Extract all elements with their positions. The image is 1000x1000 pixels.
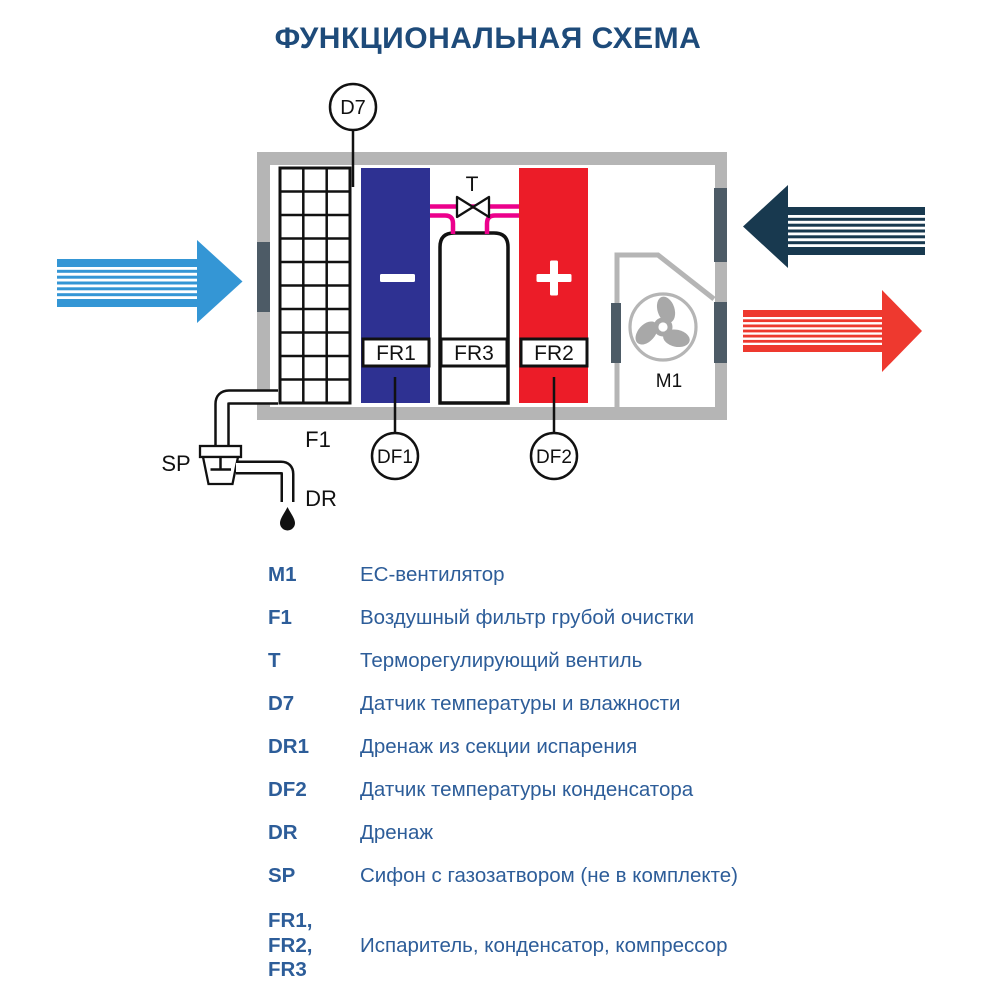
legend-row-m1: M1 ЕС-вентилятор <box>268 553 828 596</box>
legend-term: DF2 <box>268 777 307 801</box>
scheme-diagram: T M1 FR1 FR3 FR2 <box>57 82 925 531</box>
return-air-arrow-icon <box>743 185 925 268</box>
sensor-d7: D7 <box>328 82 378 187</box>
legend-desc: ЕС-вентилятор <box>360 562 505 586</box>
filter-label: F1 <box>305 427 331 452</box>
legend-term: SP <box>268 863 296 887</box>
legend-term: FR1, FR2, FR3 <box>268 909 313 981</box>
drain-label: DR <box>305 486 337 511</box>
evaporator-section <box>361 168 430 403</box>
legend-row-dr1: DR1 Дренаж из секции испарения <box>268 725 828 768</box>
fr-tag-boxes: FR1 FR3 FR2 <box>361 337 589 368</box>
siphon-lid <box>198 444 243 459</box>
legend-desc: Дренаж <box>360 820 434 844</box>
intake-vent <box>257 242 270 312</box>
legend-row-d7: D7 Датчик температуры и влажности <box>268 682 828 725</box>
legend-desc: Сифон с газозатвором (не в комплекте) <box>360 863 738 887</box>
fan-propeller-icon <box>635 296 690 348</box>
legend-row-t: T Терморегулирующий вентиль <box>268 639 828 682</box>
legend-row-df2: DF2 Датчик температуры конденсатора <box>268 768 828 811</box>
legend-term: DR1 <box>268 734 310 758</box>
legend-term: F1 <box>268 605 292 629</box>
legend-row-fr: FR1, FR2, FR3 Испаритель, конденсатор, к… <box>268 909 828 983</box>
exhaust-vent <box>714 302 727 363</box>
valve-label: T <box>466 173 479 196</box>
legend-desc: Дренаж из секции испарения <box>360 734 638 758</box>
legend-term: M1 <box>268 562 297 586</box>
legend-desc: Датчик температуры конденсатора <box>360 777 694 801</box>
compressor-vessel <box>438 231 510 405</box>
evaporator-tag: FR1 <box>376 342 416 365</box>
legend-row-dr: DR Дренаж <box>268 811 828 854</box>
siphon-label: SP <box>161 451 190 476</box>
legend-desc: Испаритель, конденсатор, компрессор <box>360 933 728 957</box>
minus-icon <box>380 274 415 282</box>
expansion-valve-icon <box>455 195 491 219</box>
legend-desc: Датчик температуры и влажности <box>360 691 681 715</box>
plus-icon <box>536 260 572 296</box>
compressor-tag: FR3 <box>454 342 494 365</box>
sensor-df1-label: DF1 <box>377 447 413 468</box>
filter-grid <box>278 166 352 405</box>
legend-term: DR <box>268 820 298 844</box>
sensor-d7-label: D7 <box>340 97 366 119</box>
sensor-df1: DF1 <box>370 377 420 481</box>
legend-term: D7 <box>268 691 295 715</box>
return-vent <box>714 188 727 262</box>
drain-assembly <box>198 389 295 531</box>
supply-air-arrow-icon <box>57 240 243 323</box>
legend-term: T <box>268 648 281 672</box>
legend-row-sp: SP Сифон с газозатвором (не в комплекте) <box>268 854 828 897</box>
legend-desc: Воздушный фильтр грубой очистки <box>360 605 695 629</box>
legend: M1 ЕС-вентилятор F1 Воздушный фильтр гру… <box>268 553 828 983</box>
fan-label: M1 <box>656 371 682 392</box>
fan-section: M1 <box>611 252 716 407</box>
condenser-section <box>519 168 588 403</box>
sensor-df2: DF2 <box>529 377 579 481</box>
water-drop-icon <box>280 507 295 531</box>
legend-desc: Терморегулирующий вентиль <box>360 648 643 672</box>
condenser-tag: FR2 <box>534 342 574 365</box>
page-title: ФУНКЦИОНАЛЬНАЯ СХЕМА <box>274 22 702 55</box>
legend-row-f1: F1 Воздушный фильтр грубой очистки <box>268 596 828 639</box>
exhaust-air-arrow-icon <box>743 290 922 372</box>
fan-inlet-vent <box>611 303 621 363</box>
sensor-df2-label: DF2 <box>536 447 572 468</box>
